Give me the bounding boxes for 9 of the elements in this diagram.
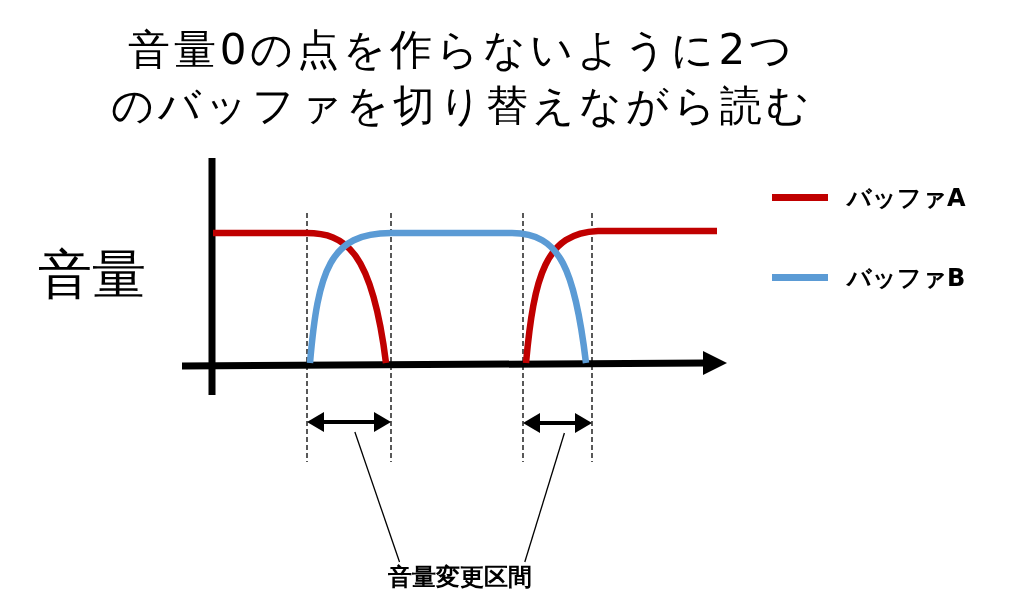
- dimension-arrow: [307, 412, 391, 432]
- callout-label: 音量変更区間: [388, 562, 532, 592]
- axis-label: 音量: [38, 243, 146, 307]
- leader-line: [524, 432, 566, 563]
- dimension-arrow: [523, 413, 592, 433]
- leader-line: [354, 431, 401, 563]
- title: 音量0の点を作らないように2つのバッファを切り替えながら読む: [110, 24, 814, 132]
- legend-label: バッファA: [847, 183, 966, 213]
- legend-label: バッファB: [847, 263, 966, 293]
